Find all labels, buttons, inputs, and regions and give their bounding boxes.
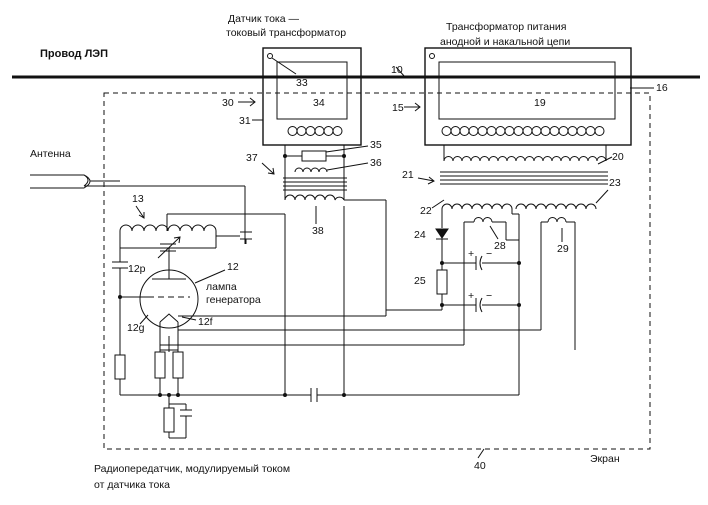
ref-29: 29	[557, 243, 569, 255]
node	[283, 154, 287, 158]
winding-36	[294, 167, 328, 173]
resistor-cathode-a	[154, 351, 166, 379]
tube-cathode	[159, 313, 179, 323]
var-cap-arrow	[157, 236, 181, 259]
power-transformer-core-outer	[424, 47, 632, 146]
lamp-label-2: генератора	[206, 294, 261, 306]
diode-24	[435, 228, 449, 239]
resistor-35	[301, 150, 327, 162]
ref-12g: 12g	[127, 322, 145, 334]
ref-34: 34	[313, 97, 325, 109]
ref-23: 23	[609, 177, 621, 189]
ref-20: 20	[612, 151, 624, 163]
leader-10	[395, 66, 406, 78]
leader-20	[597, 156, 613, 165]
ref-12p: 12p	[128, 263, 146, 275]
arrow-21	[417, 176, 435, 185]
node	[342, 393, 346, 397]
leader-22	[431, 199, 445, 209]
ref-24: 24	[414, 229, 426, 241]
ref-28: 28	[494, 240, 506, 252]
node	[176, 393, 180, 397]
ref-37: 37	[246, 152, 258, 164]
ref-36: 36	[370, 157, 382, 169]
cap1-plus: +	[468, 248, 474, 260]
leader-12f	[181, 316, 197, 321]
winding-19	[441, 126, 605, 136]
current-sensor-title-1: Датчик тока —	[228, 13, 299, 25]
screen-label: Экран	[590, 453, 620, 465]
power-transformer-title-1: Трансформатор питания	[446, 21, 566, 33]
ref-38: 38	[312, 225, 324, 237]
node	[118, 295, 122, 299]
ref-22: 22	[420, 205, 432, 217]
node	[283, 393, 287, 397]
resistor-bypass	[163, 407, 175, 433]
power-line-label: Провод ЛЭП	[40, 48, 108, 60]
ref-15: 15	[392, 102, 404, 114]
winding-29	[547, 217, 567, 223]
antenna-line	[30, 174, 91, 189]
winding-23	[515, 203, 597, 210]
leader-36	[326, 162, 369, 171]
cap2-plus: +	[468, 290, 474, 302]
current-sensor-dot	[267, 53, 273, 59]
cap2-minus: −	[486, 290, 492, 302]
leader-12g	[139, 314, 149, 325]
arrow-15	[404, 102, 421, 112]
leader-12	[194, 269, 226, 284]
ref-30: 30	[222, 97, 234, 109]
resistor-25	[436, 269, 448, 295]
footer-line-2: от датчика тока	[94, 479, 170, 491]
power-transformer-core-window	[438, 61, 616, 120]
footer-line-1: Радиопередатчик, модулируемый током	[94, 463, 290, 475]
cap2-plate-b	[479, 297, 483, 313]
winding-22	[441, 203, 513, 210]
ref-12: 12	[227, 261, 239, 273]
node	[440, 303, 444, 307]
leader-40	[477, 448, 485, 459]
ref-10: 10	[391, 64, 403, 76]
current-sensor-core-outer	[262, 47, 362, 146]
winding-38	[284, 194, 345, 201]
resistor-cathode-b	[172, 351, 184, 379]
ref-13: 13	[132, 193, 144, 205]
winding-20	[443, 156, 607, 162]
current-sensor-title-2: токовый трансформатор	[226, 27, 346, 39]
node	[440, 261, 444, 265]
leader-33	[271, 57, 297, 75]
node	[342, 154, 346, 158]
ref-33: 33	[296, 77, 308, 89]
resistor-grid	[114, 354, 126, 380]
arrow-30	[238, 97, 256, 107]
leader-28	[489, 225, 499, 240]
arrow-37	[261, 162, 275, 175]
ref-19: 19	[534, 97, 546, 109]
ref-16: 16	[656, 82, 668, 94]
leader-35	[325, 145, 369, 153]
ref-35: 35	[370, 139, 382, 151]
current-sensor-core-window	[276, 61, 348, 120]
ref-21: 21	[402, 169, 414, 181]
ref-25: 25	[414, 275, 426, 287]
power-transformer-title-2: анодной и накальной цепи	[440, 36, 570, 48]
tank-coil-13	[119, 224, 217, 232]
ref-40: 40	[474, 460, 486, 472]
node	[158, 393, 162, 397]
ref-12f: 12f	[198, 316, 213, 328]
winding-34	[287, 126, 343, 136]
screen-enclosure	[103, 92, 651, 450]
power-transformer-dot	[429, 53, 435, 59]
cap1-minus: −	[486, 248, 492, 260]
arrow-13	[135, 205, 145, 219]
ref-31: 31	[239, 115, 251, 127]
leader-23	[595, 189, 609, 204]
cap1-plate-b	[479, 255, 483, 271]
lamp-label-1: лампа	[206, 281, 237, 293]
antenna-label: Антенна	[30, 148, 71, 160]
winding-28	[473, 217, 493, 223]
